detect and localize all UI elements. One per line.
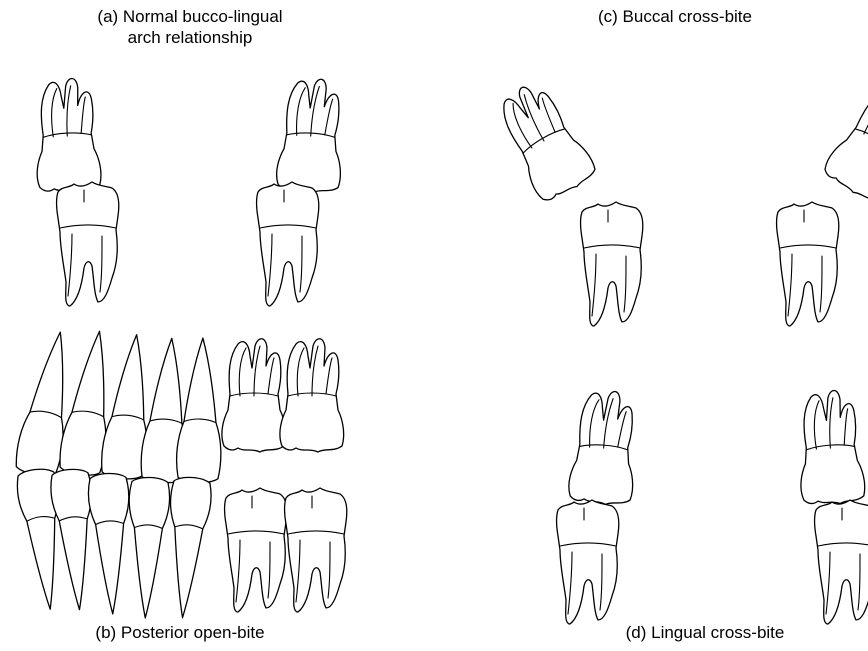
panel-a-right-pair [257,77,346,306]
panel-b-lower-row [16,467,347,619]
panel-c-left-pair [488,76,643,326]
panel-b-upper-row [13,328,343,484]
panel-d-right-pair [794,389,868,624]
panel-a-left-pair [32,77,119,306]
panel-c-right-pair [777,75,868,326]
panel-d-left-pair [557,389,640,624]
